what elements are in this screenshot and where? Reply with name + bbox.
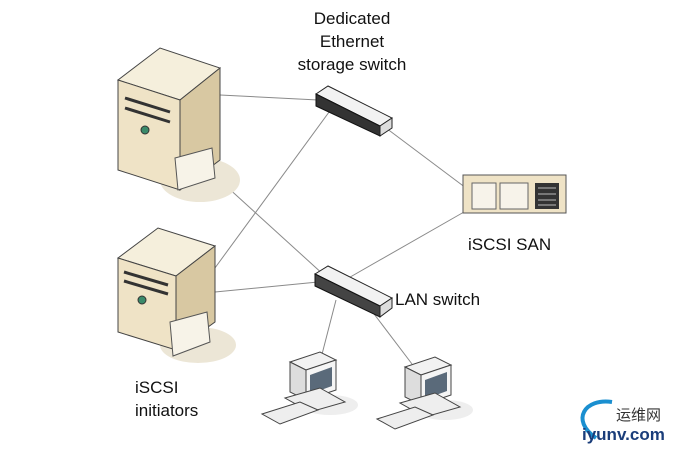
san-label: iSCSI SAN bbox=[468, 235, 552, 254]
link-server2-lan-switch bbox=[214, 281, 319, 293]
lan-switch-label: LAN switch bbox=[395, 290, 481, 309]
link-lan-switch-pc2 bbox=[367, 305, 413, 365]
storage-switch-label-line1: Dedicated bbox=[313, 9, 391, 28]
network-links bbox=[211, 94, 467, 365]
workstation-2 bbox=[375, 356, 473, 430]
storage-switch-label-line3: storage switch bbox=[297, 55, 407, 74]
watermark-cn: 运维网 bbox=[616, 407, 662, 424]
initiators-label-line1: iSCSI bbox=[135, 378, 179, 397]
storage-switch-label-line2: Ethernet bbox=[319, 32, 385, 51]
workstation-1 bbox=[260, 351, 358, 425]
server-2 bbox=[116, 227, 236, 363]
link-storage-switch-san bbox=[385, 127, 467, 189]
envelope-icon bbox=[169, 311, 211, 357]
watermark-en: iyunv.com bbox=[582, 425, 665, 444]
keyboard-icon bbox=[375, 406, 435, 430]
watermark-logo-icon bbox=[580, 399, 613, 440]
server-1 bbox=[116, 47, 240, 202]
link-server2-storage-switch bbox=[211, 107, 333, 273]
link-lan-switch-pc1 bbox=[319, 299, 337, 363]
link-lan-switch-san bbox=[344, 211, 465, 281]
initiators-label-line2: initiators bbox=[135, 401, 199, 420]
keyboard-icon bbox=[260, 401, 320, 425]
watermark: 运维网 iyunv.com bbox=[572, 398, 676, 448]
link-server1-storage-switch bbox=[219, 94, 319, 101]
lan-switch-device bbox=[313, 265, 393, 318]
storage-switch-device bbox=[315, 85, 393, 137]
envelope-icon bbox=[174, 147, 216, 191]
san-device bbox=[462, 174, 567, 214]
